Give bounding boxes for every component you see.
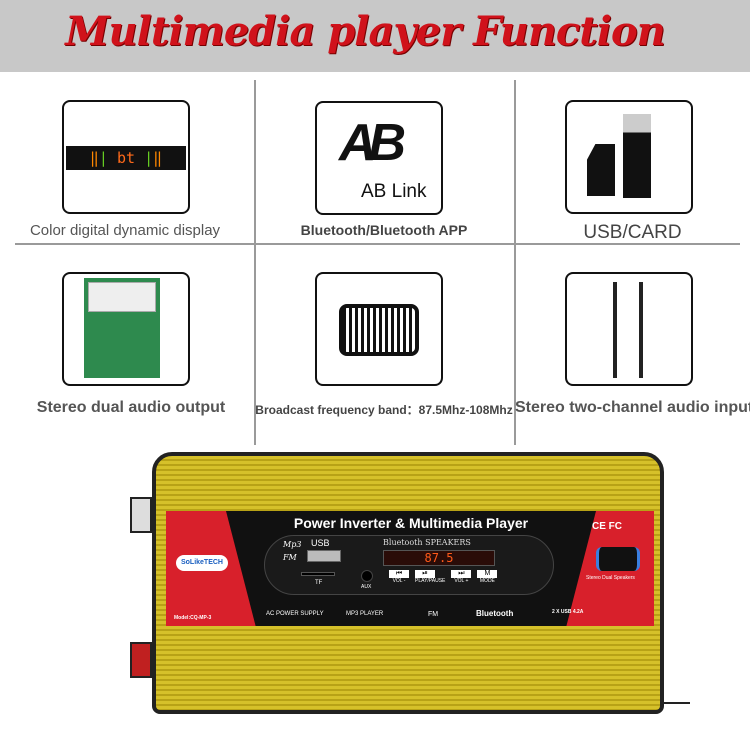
- aux-label: AUX: [361, 584, 372, 590]
- feature-label: Bluetooth/Bluetooth APP: [300, 222, 468, 238]
- feature-label: Stereo dual audio output: [36, 399, 226, 416]
- divider: [514, 80, 516, 445]
- terminal-top: [130, 497, 152, 533]
- aux-jack[interactable]: [361, 570, 373, 582]
- led-display-icon: ‖| bt |‖: [66, 146, 186, 170]
- divider: [15, 243, 740, 245]
- feature-label: Stereo two-channel audio input: [515, 399, 750, 416]
- feature-label: Broadcast frequency band：87.5Mhz-108Mhz: [255, 403, 513, 417]
- speakers-label: Bluetooth SPEAKERS: [383, 538, 471, 547]
- usb-spec: 2 X USB 4.2A: [552, 609, 584, 615]
- device-title: Power Inverter & Multimedia Player: [293, 515, 529, 531]
- ab-link-caption: AB Link: [361, 181, 427, 202]
- model-label: Model:CQ-MP-3: [174, 615, 212, 621]
- feature-fm: FM: [428, 611, 439, 618]
- feature-label: USB/CARD: [583, 222, 682, 243]
- feature-card-audio-in: [565, 272, 693, 386]
- fm-label: FM: [283, 553, 297, 562]
- circuit-board-icon: [84, 278, 160, 378]
- audio-cable-icon: [613, 282, 617, 378]
- device-case: Power Inverter & Multimedia Player SoLik…: [152, 452, 664, 714]
- feature-card-usb: [565, 100, 693, 214]
- speaker-icon: [596, 547, 640, 571]
- mp3-label: Mp3: [283, 540, 302, 549]
- led-screen: 87.5: [383, 550, 495, 566]
- tf-slot[interactable]: [301, 572, 335, 576]
- ab-link-logo-icon: AB: [339, 114, 406, 172]
- usb-port[interactable]: [307, 550, 341, 562]
- divider: [254, 80, 256, 445]
- usb-drive-icon: [623, 114, 651, 198]
- inverter-device: Power Inverter & Multimedia Player SoLik…: [130, 452, 690, 714]
- feature-mp3: MP3 PLAYER: [346, 611, 384, 617]
- feature-label: Color digital dynamic display: [29, 222, 221, 239]
- brand-logo: SoLikeTECH: [176, 555, 228, 571]
- tf-label: TF: [315, 580, 323, 586]
- play-pause-button[interactable]: ⏯PLAY/PAUSE: [415, 570, 446, 584]
- header-band: [0, 0, 750, 72]
- feature-card-stereo-out: [62, 272, 190, 386]
- page-title: Multimedia player Function: [65, 8, 665, 55]
- sd-card-icon: [587, 144, 615, 196]
- cable: [664, 702, 690, 704]
- radio-icon: [339, 304, 419, 356]
- vol-up-button[interactable]: ⏭VOL +: [451, 570, 472, 584]
- feature-bluetooth: Bluetooth: [476, 609, 514, 618]
- vol-down-button[interactable]: ⏮VOL -: [389, 570, 409, 584]
- feature-card-display: ‖| bt |‖: [62, 100, 190, 214]
- cert-marks: CE FC: [592, 521, 622, 532]
- terminal-bottom: [130, 642, 152, 678]
- usb-label: USB: [311, 538, 330, 548]
- feature-ac: AC POWER SUPPLY: [266, 611, 324, 617]
- feature-card-bluetooth: AB AB Link: [315, 101, 443, 215]
- stereo-label: Stereo Dual Speakers: [586, 575, 635, 581]
- mp3-module: Mp3 FM USB TF AUX Bluetooth SPEAKERS 87.…: [264, 535, 554, 595]
- feature-card-radio: [315, 272, 443, 386]
- front-panel: Power Inverter & Multimedia Player SoLik…: [166, 511, 654, 626]
